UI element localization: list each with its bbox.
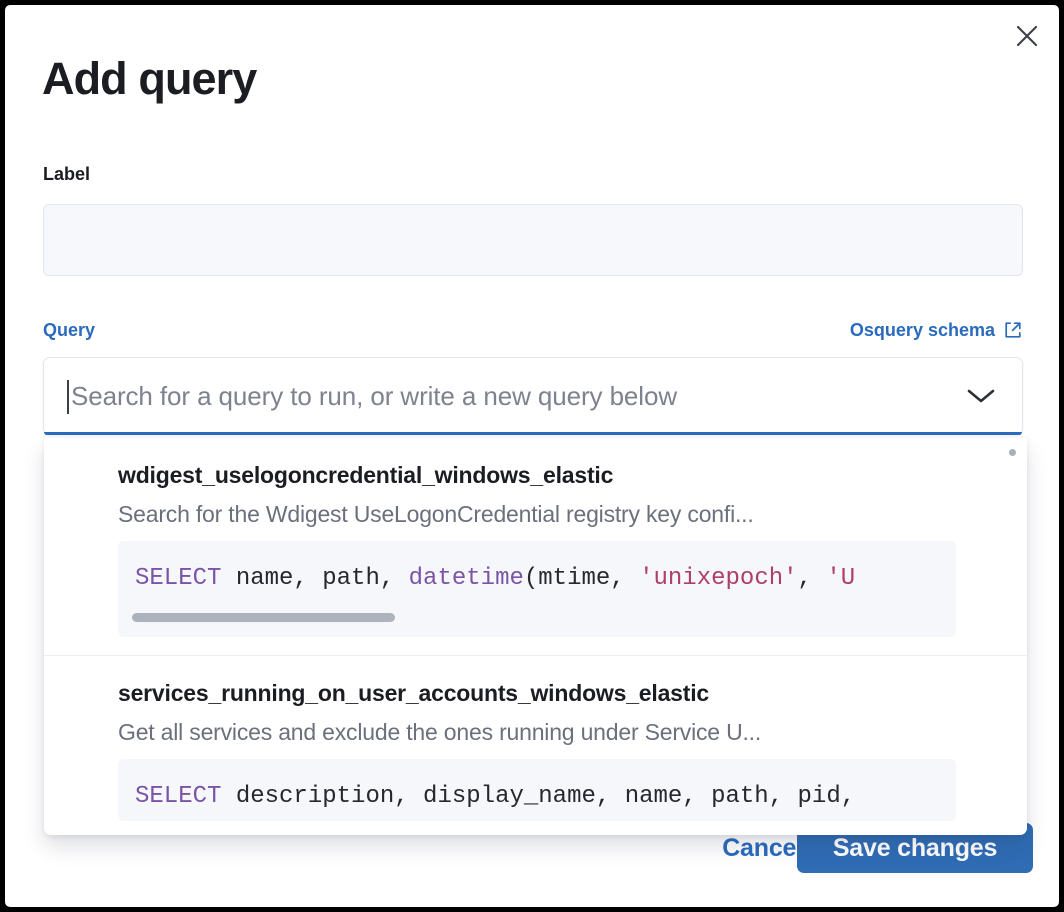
- option-description: Search for the Wdigest UseLogonCredentia…: [118, 501, 754, 527]
- option-description: Get all services and exclude the ones ru…: [118, 719, 762, 745]
- label-field-label: Label: [43, 164, 91, 184]
- chevron-down-icon[interactable]: [964, 358, 998, 434]
- page-title: Add query: [42, 53, 257, 104]
- option-code-block: SELECT description, display_name, name, …: [118, 759, 956, 821]
- option-code-line: SELECT description, display_name, name, …: [135, 783, 856, 810]
- osquery-schema-link[interactable]: Osquery schema: [850, 319, 1023, 341]
- label-input[interactable]: [43, 204, 1023, 276]
- dropdown-scrollbar-thumb[interactable]: [1009, 449, 1016, 456]
- query-suggestions-dropdown: wdigest_uselogoncredential_windows_elast…: [44, 438, 1027, 835]
- query-field-label[interactable]: Query: [43, 320, 96, 340]
- query-search-placeholder: Search for a query to run, or write a ne…: [71, 380, 678, 411]
- option-code-line: SELECT name, path, datetime(mtime, 'unix…: [135, 565, 856, 592]
- cancel-button[interactable]: Cancel: [706, 823, 819, 873]
- text-caret: [67, 380, 69, 414]
- query-search-combobox[interactable]: Search for a query to run, or write a ne…: [43, 357, 1023, 435]
- list-item[interactable]: services_running_on_user_accounts_window…: [44, 655, 1027, 835]
- option-title: wdigest_uselogoncredential_windows_elast…: [118, 462, 614, 488]
- query-header-row: Query Osquery schema: [43, 317, 1023, 343]
- osquery-schema-link-label: Osquery schema: [849, 320, 995, 340]
- code-horizontal-scrollbar[interactable]: [132, 613, 395, 622]
- add-query-modal: Add query Label Query Osquery schema S: [5, 5, 1059, 907]
- option-code-block: SELECT name, path, datetime(mtime, 'unix…: [118, 541, 956, 637]
- external-link-icon: [1003, 320, 1023, 340]
- list-item[interactable]: wdigest_uselogoncredential_windows_elast…: [44, 438, 1027, 655]
- close-button[interactable]: [1006, 15, 1048, 57]
- focus-underline: [44, 432, 1022, 435]
- option-title: services_running_on_user_accounts_window…: [118, 680, 709, 706]
- close-icon: [1014, 23, 1040, 49]
